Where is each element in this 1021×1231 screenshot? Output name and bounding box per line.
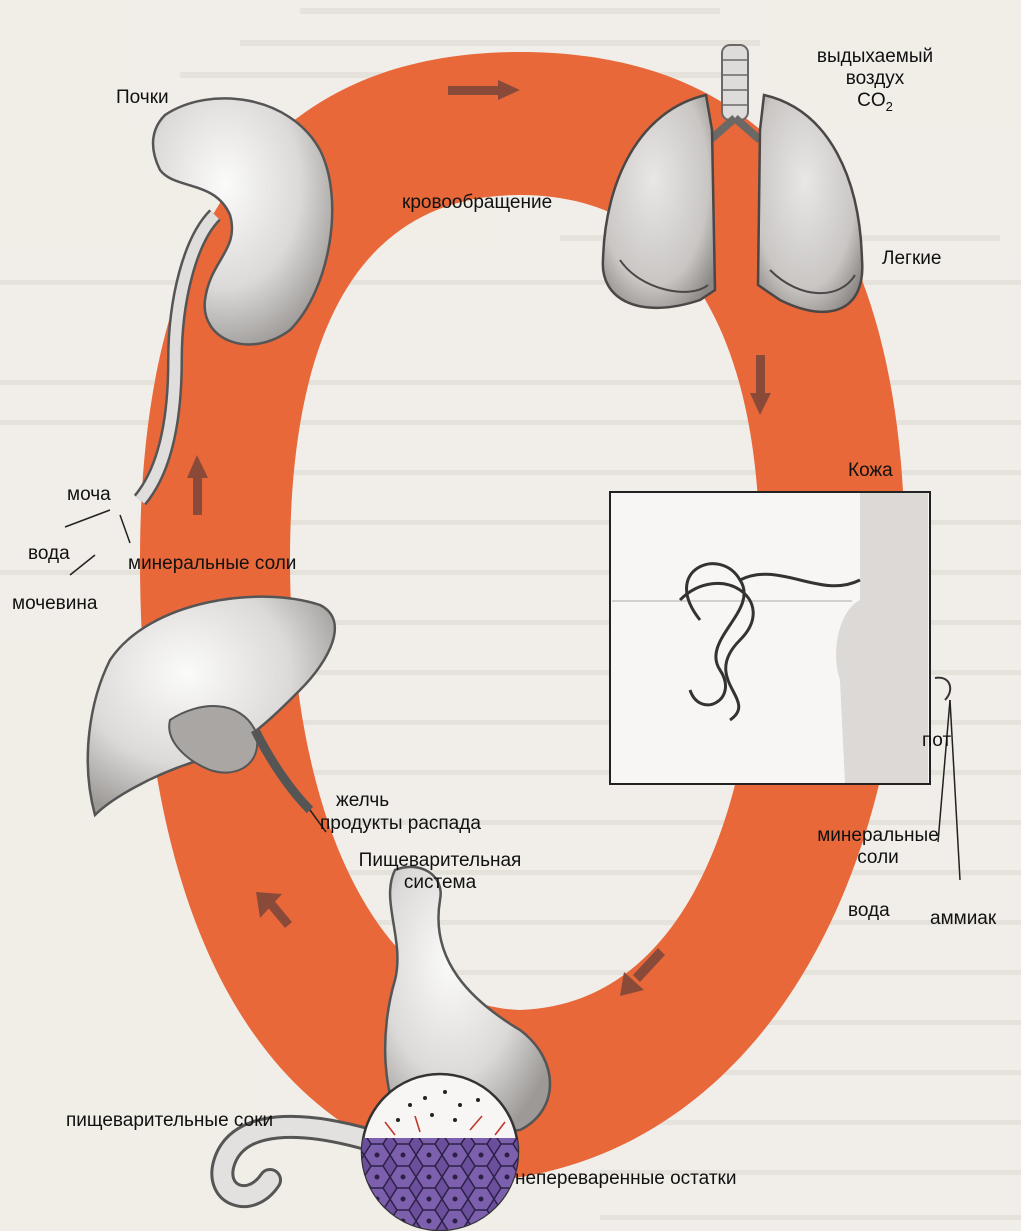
label-water-right: вода: [848, 900, 890, 922]
label-bile: желчь: [336, 790, 389, 812]
co2-subscript: 2: [886, 98, 893, 113]
digestive-system-line1: Пищеварительная: [340, 850, 540, 872]
label-urea: мочевина: [12, 593, 97, 615]
label-urine: моча: [67, 484, 111, 506]
label-sweat: пот: [922, 730, 951, 752]
label-kidneys: Почки: [116, 87, 169, 109]
label-exhaled-air: выдыхаемый воздух CO2: [790, 46, 960, 114]
mineral-salts-right-line1: минеральные: [808, 825, 948, 847]
digestive-system-line2: система: [340, 872, 540, 894]
label-ammonia: аммиак: [930, 908, 996, 930]
label-mineral-salts-right: минеральные соли: [808, 825, 948, 869]
co2-main: CO: [857, 90, 886, 111]
mineral-salts-right-line2: соли: [808, 847, 948, 869]
intestine-section: [360, 1074, 520, 1231]
label-circulation: кровообращение: [402, 192, 552, 214]
label-water-left: вода: [28, 543, 70, 565]
exhaled-air-line2: воздух: [790, 68, 960, 90]
skin-illustration: [610, 492, 950, 784]
label-skin: Кожа: [848, 460, 893, 482]
co2-label: CO2: [790, 90, 960, 115]
label-digestive-juices: пищеварительные соки: [66, 1110, 273, 1132]
exhaled-air-line1: выдыхаемый: [790, 46, 960, 68]
label-mineral-salts-left: минеральные соли: [128, 553, 296, 575]
label-digestive-system: Пищеварительная система: [340, 850, 540, 894]
label-breakdown-products: продукты распада: [320, 813, 481, 835]
label-lungs: Легкие: [882, 248, 941, 270]
label-undigested-residues: непереваренные остатки: [515, 1168, 736, 1190]
